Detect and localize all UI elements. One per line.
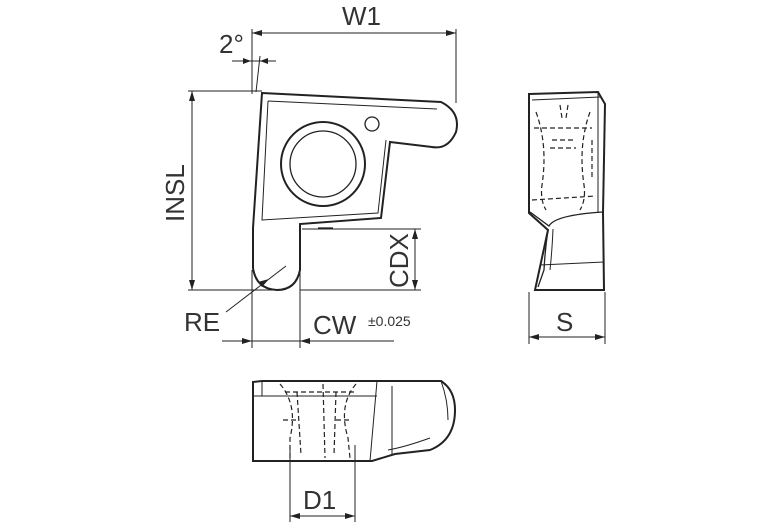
cdx-label: CDX bbox=[384, 233, 414, 288]
angle-label: 2° bbox=[219, 29, 244, 59]
center-hole-outer bbox=[280, 121, 366, 207]
side-outline bbox=[528, 90, 607, 291]
s-label: S bbox=[556, 307, 573, 337]
side-view: S bbox=[528, 90, 607, 344]
top-outline bbox=[252, 380, 457, 462]
d1-label: D1 bbox=[303, 485, 336, 515]
insert-outline bbox=[252, 91, 458, 292]
insert-inner-edge bbox=[261, 100, 438, 221]
locating-hole bbox=[364, 116, 380, 132]
cw-tolerance: ±0.025 bbox=[368, 313, 411, 329]
w1-label: W1 bbox=[342, 1, 381, 31]
center-hole-inner bbox=[289, 130, 357, 198]
insl-label: INSL bbox=[160, 164, 190, 222]
cw-label: CW bbox=[313, 310, 357, 340]
front-view: W1 2° INSL CDX RE CW ±0.025 bbox=[160, 1, 458, 348]
top-view: D1 bbox=[252, 380, 457, 522]
re-label: RE bbox=[184, 307, 220, 337]
